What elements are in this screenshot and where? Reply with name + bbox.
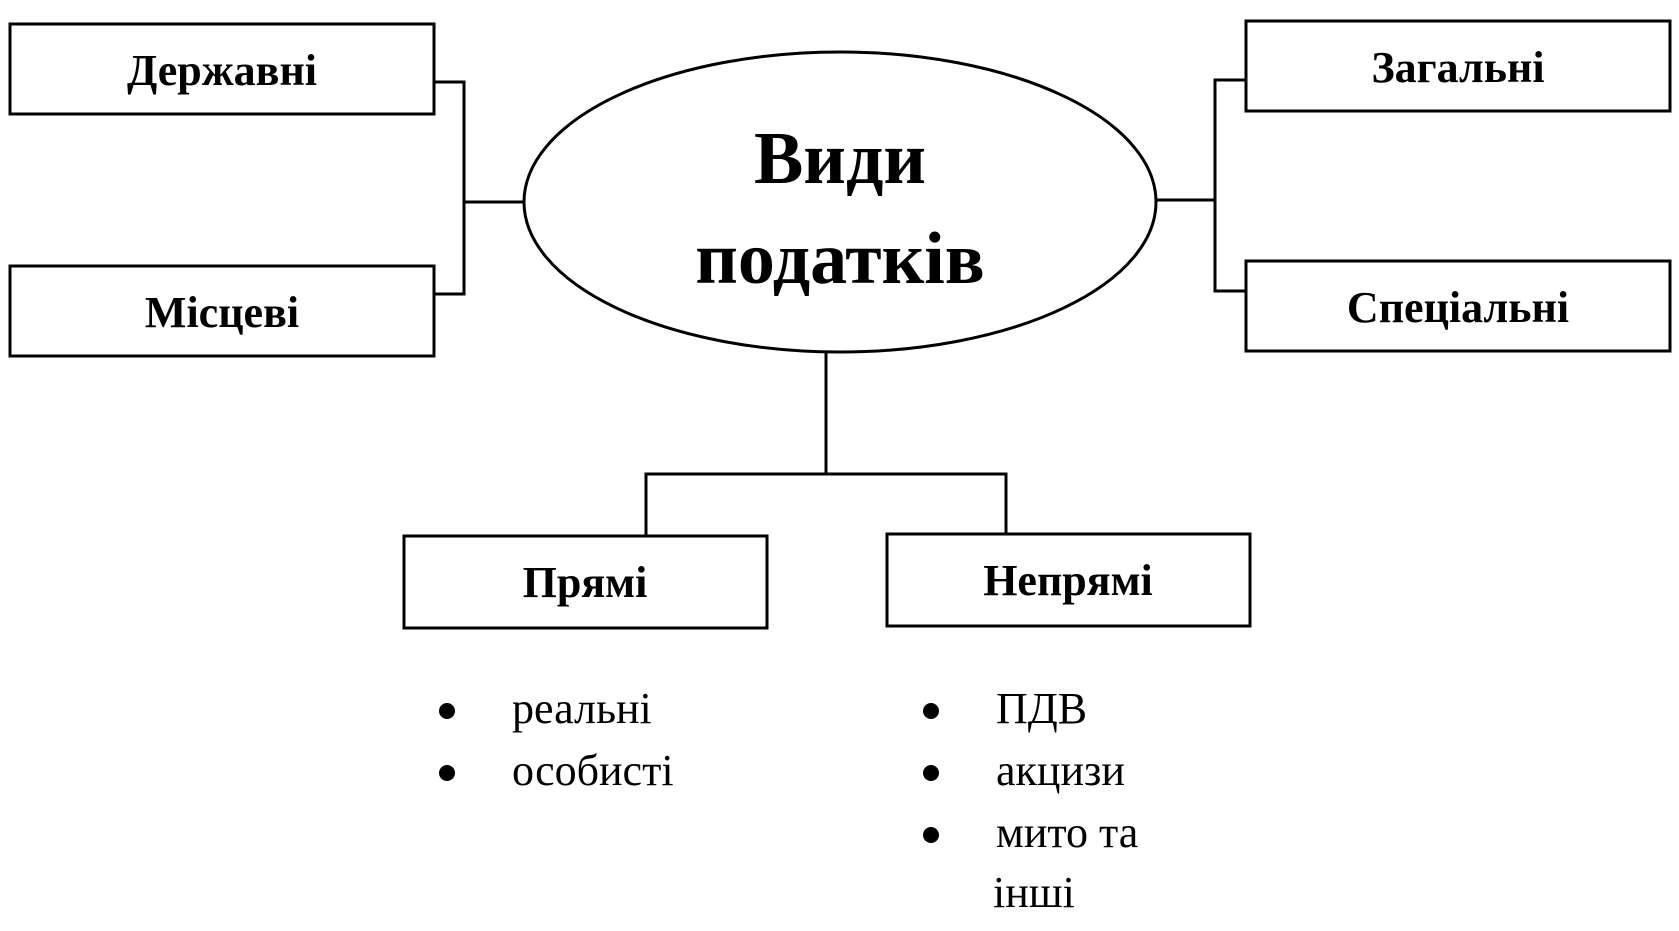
bullet-direct-2 bbox=[439, 765, 455, 781]
box-indirect-label: Непрямі bbox=[983, 556, 1153, 605]
connector-right-bracket bbox=[1213, 78, 1246, 293]
box-special bbox=[1244, 259, 1672, 353]
box-direct-label: Прямі bbox=[523, 558, 648, 607]
indirect-item-3-continued: інші bbox=[993, 868, 1075, 917]
center-title-line2: податків bbox=[695, 218, 985, 300]
direct-item-2: особисті bbox=[512, 746, 674, 795]
connector-bottom-bracket bbox=[644, 472, 1008, 536]
direct-item-1: реальні bbox=[512, 684, 652, 733]
box-special-label: Спеціальні bbox=[1347, 283, 1569, 332]
bullet-indirect-1 bbox=[923, 703, 939, 719]
connector-left-bracket bbox=[434, 80, 466, 296]
box-direct bbox=[402, 534, 769, 630]
box-indirect bbox=[885, 532, 1252, 628]
box-local-label: Місцеві bbox=[145, 288, 299, 337]
center-title-line1: Види bbox=[754, 118, 926, 200]
indirect-item-1: ПДВ bbox=[996, 684, 1087, 733]
center-ellipse bbox=[522, 50, 1158, 354]
indirect-item-2: акцизи bbox=[996, 746, 1125, 795]
box-general-label: Загальні bbox=[1371, 43, 1544, 92]
box-general bbox=[1244, 19, 1672, 113]
box-state bbox=[8, 22, 436, 116]
box-local bbox=[8, 264, 436, 358]
bullet-direct-1 bbox=[439, 703, 455, 719]
bullet-indirect-2 bbox=[923, 765, 939, 781]
box-state-label: Державні bbox=[127, 46, 317, 95]
bullet-indirect-3 bbox=[923, 827, 939, 843]
indirect-item-3: мито та bbox=[996, 808, 1138, 857]
